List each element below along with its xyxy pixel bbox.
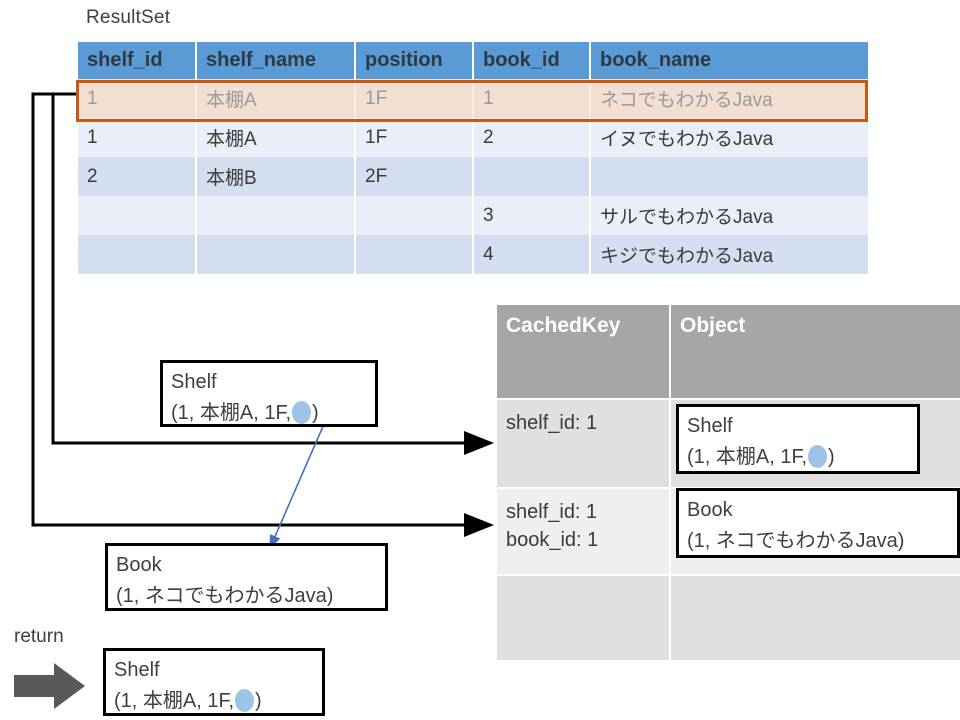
cache-object-box-shelf[interactable]: Shelf (1, 本棚A, 1F,) xyxy=(676,404,920,474)
resultset-table: shelf_id shelf_name position book_id boo… xyxy=(78,42,868,274)
cell-book-id xyxy=(473,157,591,196)
cache-table: CachedKey Object shelf_id: 1 shelf_id: 1… xyxy=(497,305,960,660)
cache-key-cell-empty xyxy=(497,576,669,660)
cell-book-id: 2 xyxy=(473,118,591,157)
object-values-after: ) xyxy=(326,585,334,607)
cell-book-name: イヌでもわかるJava xyxy=(590,118,868,157)
reference-dot-icon xyxy=(808,445,828,468)
cell-shelf-id xyxy=(78,235,197,274)
object-values-before: (1, 本棚A, 1F, xyxy=(114,690,235,712)
object-type-label: Shelf xyxy=(114,659,160,681)
object-type-label: Shelf xyxy=(171,371,217,393)
table-row[interactable]: 1 本棚A 1F 1 ネコでもわかるJava xyxy=(78,79,868,118)
cell-shelf-id: 2 xyxy=(78,157,197,196)
cell-book-id: 1 xyxy=(473,79,591,118)
return-label: return xyxy=(14,626,64,647)
object-values-after: ) xyxy=(828,446,835,468)
cell-book-name xyxy=(590,157,868,196)
cell-position: 2F xyxy=(355,157,474,196)
reference-dot-icon xyxy=(292,401,312,424)
object-values-after: ) xyxy=(897,530,905,552)
table-row[interactable]: 1 本棚A 1F 2 イヌでもわかるJava xyxy=(78,118,868,157)
cell-shelf-id xyxy=(78,196,197,235)
object-values-line: (1, 本棚A, 1F,) xyxy=(114,686,322,717)
object-values-before: (1, ネコでもわかるJava xyxy=(116,585,327,607)
cell-book-name: ネコでもわかるJava xyxy=(590,79,868,118)
object-type-label: Book xyxy=(687,499,733,521)
reference-dot-icon xyxy=(235,689,255,712)
object-values-after: ) xyxy=(312,402,319,424)
cache-row-empty[interactable] xyxy=(497,576,960,660)
cache-object-box-book[interactable]: Book (1, ネコでもわかるJava) xyxy=(676,488,960,558)
cache-key-cell-shelf: shelf_id: 1 xyxy=(497,400,669,487)
left-object-box-book[interactable]: Book (1, ネコでもわかるJava) xyxy=(105,543,388,611)
object-values-line: (1, ネコでもわかるJava) xyxy=(116,581,385,612)
column-header-shelf-name: shelf_name xyxy=(196,42,356,79)
table-row[interactable]: 2 本棚B 2F xyxy=(78,157,868,196)
cache-header-cell-object: Object xyxy=(671,305,960,398)
object-values-line: (1, 本棚A, 1F,) xyxy=(171,398,375,429)
cache-header-cell-key: CachedKey xyxy=(497,305,669,398)
cache-key-text: shelf_id: 1 book_id: 1 xyxy=(506,501,599,551)
cell-shelf-name: 本棚A xyxy=(196,79,356,118)
object-values-line: (1, 本棚A, 1F,) xyxy=(687,442,917,473)
cache-header-object-label: Object xyxy=(680,314,746,337)
object-values-before: (1, 本棚A, 1F, xyxy=(687,446,808,468)
column-header-shelf-id: shelf_id xyxy=(78,42,197,79)
cell-book-id: 4 xyxy=(473,235,591,274)
cell-position xyxy=(355,235,474,274)
return-arrow-icon xyxy=(14,663,85,709)
object-values-line: (1, ネコでもわかるJava) xyxy=(687,526,957,557)
cache-header-key-label: CachedKey xyxy=(506,314,621,337)
cell-shelf-name xyxy=(196,235,356,274)
cell-book-name: サルでもわかるJava xyxy=(590,196,868,235)
column-header-book-name: book_name xyxy=(590,42,868,79)
cell-shelf-name: 本棚A xyxy=(196,118,356,157)
cell-book-id: 3 xyxy=(473,196,591,235)
return-object-box-shelf[interactable]: Shelf (1, 本棚A, 1F,) xyxy=(103,648,325,716)
cell-shelf-id: 1 xyxy=(78,79,197,118)
object-type-label: Book xyxy=(116,554,162,576)
reference-arrow-left xyxy=(269,407,332,550)
object-values-before: (1, ネコでもわかるJava xyxy=(687,530,898,552)
resultset-title: ResultSet xyxy=(86,7,171,28)
cell-position xyxy=(355,196,474,235)
left-object-box-shelf[interactable]: Shelf (1, 本棚A, 1F,) xyxy=(160,360,378,427)
cell-shelf-name xyxy=(196,196,356,235)
cell-position: 1F xyxy=(355,79,474,118)
cache-key-cell-book: shelf_id: 1 book_id: 1 xyxy=(497,489,669,574)
cell-shelf-name: 本棚B xyxy=(196,157,356,196)
column-header-position: position xyxy=(355,42,474,79)
cache-header-row: CachedKey Object xyxy=(497,305,960,398)
object-values-before: (1, 本棚A, 1F, xyxy=(171,402,292,424)
cell-shelf-id: 1 xyxy=(78,118,197,157)
cell-position: 1F xyxy=(355,118,474,157)
cache-key-text: shelf_id: 1 xyxy=(506,412,598,434)
cell-book-name: キジでもわかるJava xyxy=(590,235,868,274)
object-type-label: Shelf xyxy=(687,415,733,437)
table-row[interactable]: 3 サルでもわかるJava xyxy=(78,196,868,235)
column-header-book-id: book_id xyxy=(473,42,591,79)
object-values-after: ) xyxy=(255,690,262,712)
resultset-header-row: shelf_id shelf_name position book_id boo… xyxy=(78,42,868,79)
table-row[interactable]: 4 キジでもわかるJava xyxy=(78,235,868,274)
cache-object-cell-empty xyxy=(671,576,960,660)
